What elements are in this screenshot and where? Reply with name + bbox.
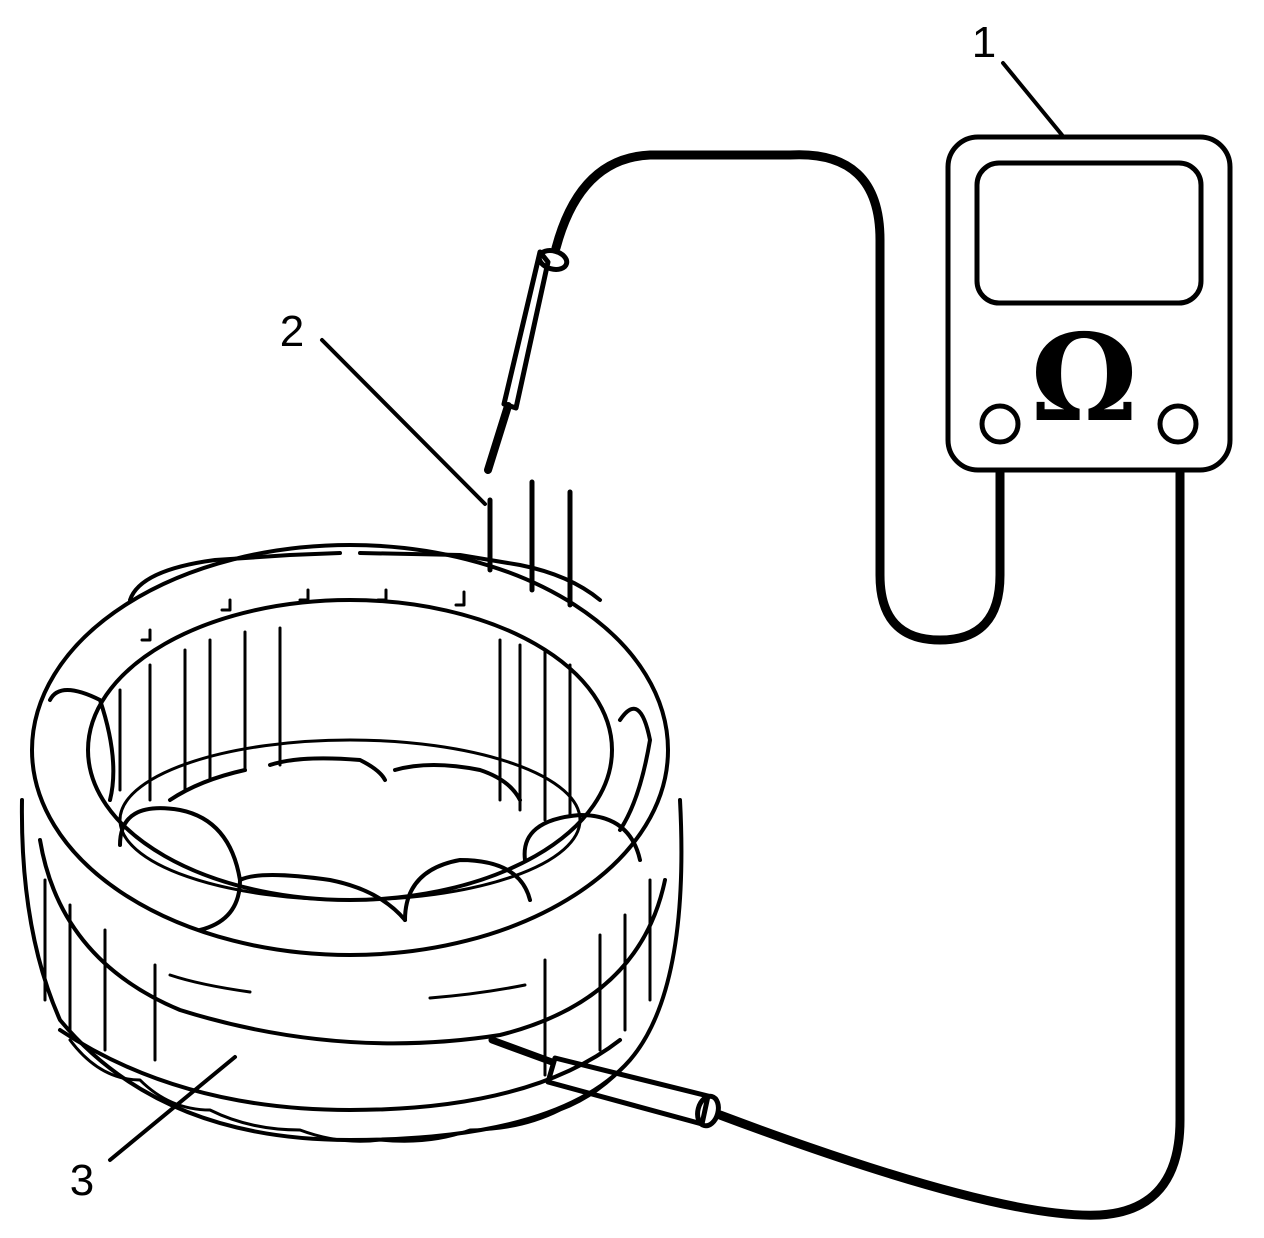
frame-band-line-b: [428, 983, 527, 1000]
ohmmeter: Ω: [945, 134, 1233, 473]
slot-notch-1: [220, 598, 232, 612]
stator-frame-band-lower: [58, 1028, 622, 1112]
ohm-symbol: Ω: [1031, 308, 1138, 449]
stator-windings: [48, 688, 652, 932]
callout-1-leader: [1001, 61, 1064, 137]
upper-probe-wire: [551, 150, 1005, 645]
stator-bottom-scallops: [68, 1038, 632, 1143]
lower-probe-tip: [488, 1036, 556, 1066]
upper-probe-handle: [501, 249, 551, 411]
stator-top-tabs: [128, 551, 602, 602]
callout-3: 3: [70, 1055, 237, 1205]
slot-notch-5: [140, 628, 152, 642]
slot-notch-3: [376, 588, 388, 602]
upper-probe-cap: [536, 248, 570, 272]
callout-3-leader: [108, 1055, 237, 1162]
callout-3-number: 3: [70, 1156, 94, 1205]
ohmmeter-display: [974, 160, 1204, 306]
callout-2-leader: [320, 338, 487, 506]
test-leads: [484, 150, 1185, 1220]
callout-2: 2: [280, 307, 487, 506]
stator-inner-bore-lower: [118, 738, 582, 902]
stator-leads: [487, 479, 573, 608]
stator-inner-bore: [86, 598, 614, 902]
meter-jack-left: [979, 403, 1021, 445]
lower-probe-wire: [715, 467, 1185, 1220]
upper-probe-tip: [484, 402, 512, 474]
callout-1: 1: [972, 18, 1064, 137]
slot-notch-2: [298, 588, 310, 602]
meter-jack-right: [1157, 403, 1199, 445]
slot-notch-4: [454, 590, 466, 607]
frame-band-line-a: [168, 973, 252, 994]
stator: [19, 543, 684, 1143]
ohmmeter-body: [945, 134, 1233, 473]
bore-slot-lines: [118, 626, 572, 822]
lamination-slots: [43, 878, 652, 1052]
stator-top-rim-outer: [30, 543, 670, 957]
callout-1-number: 1: [972, 18, 996, 67]
lower-probe-cap: [695, 1093, 721, 1129]
callout-2-number: 2: [280, 307, 304, 356]
stator-frame-band: [38, 838, 667, 1046]
